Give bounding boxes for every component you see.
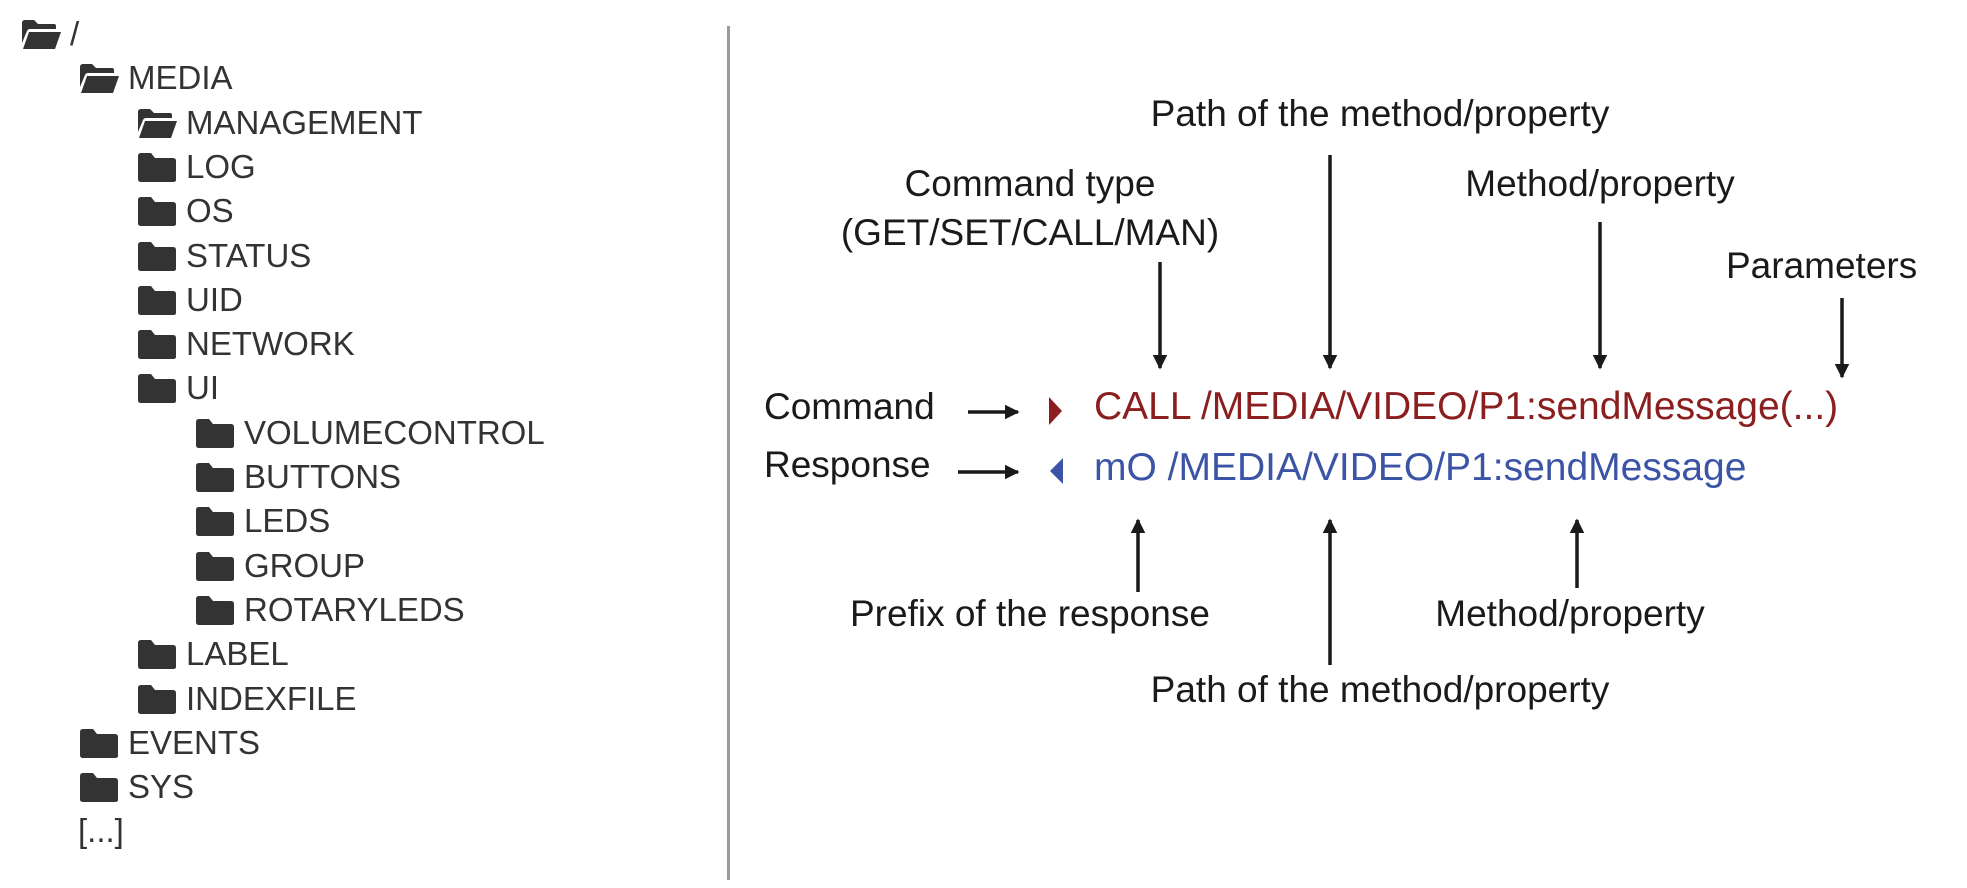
tree-item-label: UI (186, 369, 219, 407)
tree-item-label: / (70, 15, 80, 52)
tree-item-label: INDEXFILE (186, 679, 357, 717)
tree-item-label: UID (186, 280, 243, 318)
tree-item-label: GROUP (244, 546, 366, 584)
response-marker (1050, 458, 1063, 484)
tree-item[interactable]: INDEXFILE (136, 679, 357, 719)
label-method-bottom: Method/property (1435, 593, 1705, 634)
folder-icon (136, 371, 178, 405)
folder-icon (194, 549, 236, 583)
tree-item-label: MEDIA (128, 59, 233, 97)
tree-item[interactable]: STATUS (136, 236, 311, 276)
tree-item[interactable]: / (20, 14, 79, 54)
tree-item-label: [...] (78, 812, 124, 850)
tree-item[interactable]: OS (136, 191, 234, 231)
command-text: CALL /MEDIA/VIDEO/P1:sendMessage(...) (1094, 385, 1839, 428)
tree-item-label: LEDS (244, 502, 331, 540)
tree-item[interactable]: MEDIA (78, 58, 233, 98)
label-method-top: Method/property (1465, 163, 1735, 204)
label-parameters: Parameters (1726, 245, 1918, 286)
tree-item[interactable]: MANAGEMENT (136, 103, 423, 143)
folder-icon (78, 770, 120, 804)
tree-item[interactable]: ROTARYLEDS (194, 590, 465, 630)
tree-item-label: MANAGEMENT (186, 103, 423, 141)
folder-icon (136, 194, 178, 228)
tree-item[interactable]: UI (136, 368, 219, 408)
folder-icon (78, 726, 120, 760)
folder-icon (194, 416, 236, 450)
folder-icon (194, 460, 236, 494)
label-response: Response (764, 444, 931, 485)
tree-item-label: EVENTS (128, 723, 261, 761)
folder-icon (136, 239, 178, 273)
folder-open-icon (78, 61, 120, 95)
folder-icon (194, 504, 236, 538)
tree-item-label: ROTARYLEDS (244, 590, 465, 628)
folder-icon (136, 327, 178, 361)
tree-item-label: VOLUMECONTROL (244, 413, 545, 451)
label-path-top: Path of the method/property (1150, 93, 1610, 134)
tree-item[interactable]: LOG (136, 147, 256, 187)
folder-open-icon (20, 17, 62, 51)
tree-item[interactable]: SYS (78, 767, 194, 807)
label-prefix: Prefix of the response (850, 593, 1210, 634)
tree-item-label: SYS (128, 768, 195, 806)
tree-item[interactable]: VOLUMECONTROL (194, 413, 545, 453)
tree-item-label: LOG (186, 147, 256, 185)
tree-item[interactable]: UID (136, 280, 243, 320)
tree-item[interactable]: EVENTS (78, 723, 260, 763)
label-path-bottom: Path of the method/property (1150, 669, 1610, 710)
tree-item-label: NETWORK (186, 325, 355, 363)
folder-icon (136, 150, 178, 184)
folder-icon (136, 637, 178, 671)
folder-icon (136, 682, 178, 716)
tree-item[interactable]: [...] (78, 811, 124, 851)
folder-open-icon (136, 106, 178, 140)
response-text: mO /MEDIA/VIDEO/P1:sendMessage (1094, 446, 1747, 489)
tree-item[interactable]: GROUP (194, 546, 365, 586)
tree-item[interactable]: LABEL (136, 634, 289, 674)
label-command-type-values: (GET/SET/CALL/MAN) (840, 212, 1220, 253)
label-command: Command (764, 386, 935, 427)
folder-icon (136, 283, 178, 317)
folder-icon (194, 593, 236, 627)
tree-item-label: STATUS (186, 236, 312, 274)
tree-item-label: BUTTONS (244, 458, 402, 495)
divider (727, 26, 730, 880)
tree-item[interactable]: NETWORK (136, 324, 355, 364)
tree-item[interactable]: BUTTONS (194, 457, 401, 497)
label-command-type: Command type (904, 163, 1156, 204)
tree-item-label: LABEL (186, 635, 289, 673)
command-marker (1049, 397, 1062, 425)
tree-item[interactable]: LEDS (194, 501, 330, 541)
tree-item-label: OS (186, 192, 234, 230)
